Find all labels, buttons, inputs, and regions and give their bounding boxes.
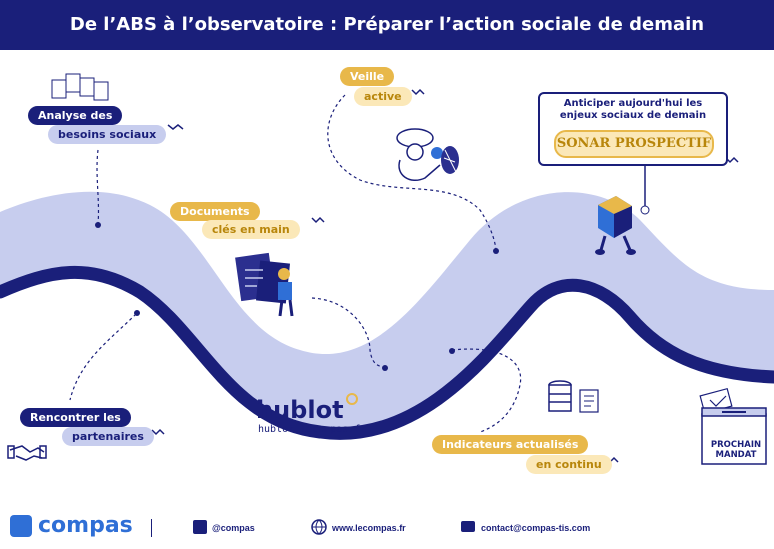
sonar-callout: Anticiper aujourd'hui les enjeux sociaux…	[538, 92, 728, 166]
documents-person-icon	[235, 252, 294, 317]
prochain-label: PROCHAIN	[710, 440, 762, 450]
email-link[interactable]: contact@compas-tis.com	[481, 523, 591, 533]
compas-brand[interactable]: compas	[38, 513, 133, 538]
dot-analyse	[95, 222, 101, 228]
dot-rencontrer	[134, 310, 140, 316]
hublot-logo-accent	[346, 393, 358, 405]
sonar-caption-line2: enjeux sociaux de demain	[559, 110, 707, 121]
dot-veille	[493, 248, 499, 254]
linkedin-handle[interactable]: @compas	[212, 523, 255, 533]
road-band	[0, 191, 774, 432]
footer-separator	[151, 519, 152, 537]
compas-logo-icon	[10, 515, 32, 537]
email-icon[interactable]	[461, 521, 475, 532]
sonar-caption: Anticiper aujourd'hui les enjeux sociaux…	[540, 98, 726, 122]
documents-label-1: Documents	[170, 202, 260, 221]
connector-indicateurs	[451, 348, 522, 433]
veille-label-2: active	[354, 87, 412, 106]
dot-documents	[382, 365, 388, 371]
mandat-label: MANDAT	[715, 450, 757, 460]
rencontrer-label-1: Rencontrer les	[20, 408, 131, 427]
header-bar: De l’ABS à l’observatoire : Préparer l’a…	[0, 0, 774, 50]
squiggle-2	[411, 88, 425, 96]
indicateurs-label-2: en continu	[526, 455, 612, 474]
hublot-logo[interactable]: hublot	[256, 396, 344, 424]
indicateurs-label-1: Indicateurs actualisés	[432, 435, 589, 454]
sonar-caption-line1: Anticiper aujourd'hui les	[563, 98, 703, 109]
ballot-box-icon	[699, 387, 767, 465]
page-title: De l’ABS à l’observatoire : Préparer l’a…	[69, 14, 705, 35]
squiggle-6	[725, 156, 739, 164]
connector-documents	[311, 297, 384, 368]
explorer-person-icon	[396, 128, 459, 181]
linkedin-icon[interactable]	[193, 520, 207, 534]
analyse-label-1: Analyse des	[28, 106, 123, 125]
veille-label-1: Veille	[340, 67, 395, 86]
sonar-prospectif-button[interactable]: SONAR PROSPECTIF	[554, 130, 714, 158]
connector-rencontrer	[69, 313, 137, 401]
documents-stack-icon	[51, 73, 109, 101]
rencontrer-label-2: partenaires	[62, 427, 154, 446]
connector-veille	[327, 94, 497, 251]
connector-analyse	[96, 149, 100, 225]
database-document-icon	[548, 380, 599, 413]
handshake-icon	[7, 445, 47, 461]
road-edge	[0, 265, 774, 440]
website-link[interactable]: www.lecompas.fr	[332, 523, 406, 533]
sonar-robot-icon	[595, 162, 650, 255]
squiggle-4	[151, 428, 165, 436]
squiggle-1	[167, 124, 184, 130]
analyse-label-2: besoins sociaux	[48, 125, 167, 144]
globe-icon-lines	[312, 519, 326, 535]
prochain-mandat-label: PROCHAIN MANDAT	[704, 440, 768, 460]
hublot-url[interactable]: hublot.lecompas.fr	[258, 424, 367, 435]
squiggle-3	[311, 216, 325, 224]
documents-label-2: clés en main	[202, 220, 300, 239]
dot-indicateurs	[449, 348, 455, 354]
